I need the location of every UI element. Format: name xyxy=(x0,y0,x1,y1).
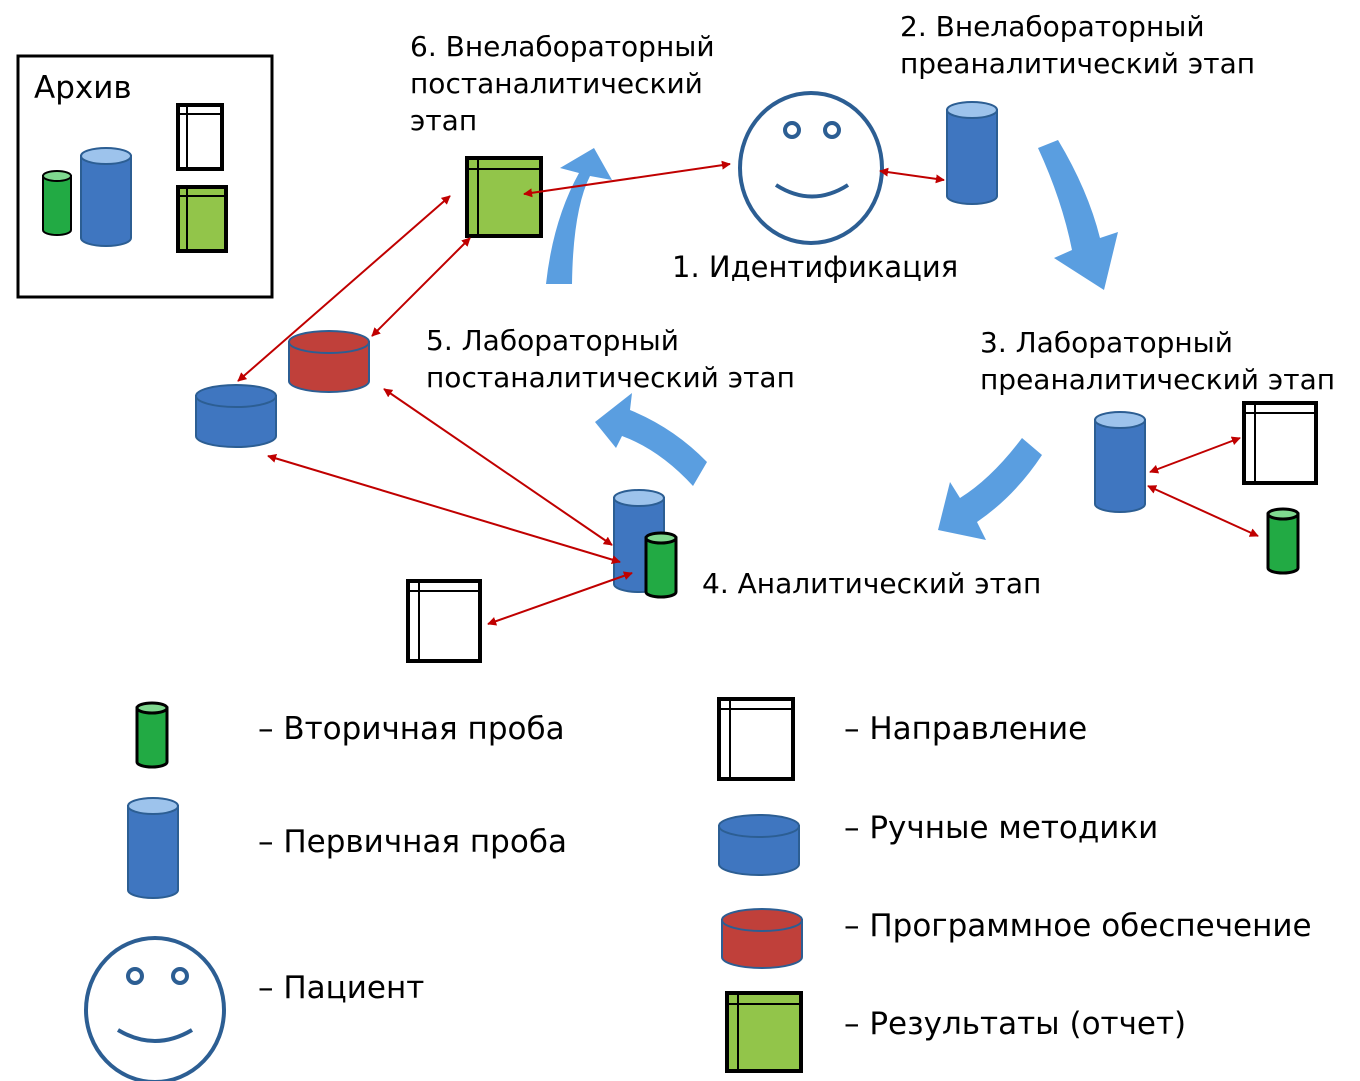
legend-software-label: – Программное обеспечение xyxy=(844,908,1312,944)
flow-arrow-4-to-5 xyxy=(595,393,707,486)
stage4-referral-icon xyxy=(406,579,482,663)
flow-arrow-2-to-3 xyxy=(1038,140,1118,290)
stage3-label: 3. Лабораторный преаналитический этап xyxy=(980,324,1335,398)
patient-icon xyxy=(738,91,884,245)
stage5-label: 5. Лабораторный постаналитический этап xyxy=(426,322,795,396)
stage4-secondary-sample-icon xyxy=(644,531,678,599)
stage6-line3: этап xyxy=(410,104,478,138)
link-report-patient xyxy=(523,160,731,198)
stage5-line2: постаналитический этап xyxy=(426,361,795,395)
archive-report-icon xyxy=(176,185,228,253)
stage6-line2: постаналитический xyxy=(410,67,703,101)
software-icon xyxy=(288,330,370,393)
stage2-line1: 2. Внелабораторный xyxy=(900,10,1205,43)
stage6-report-icon xyxy=(465,156,543,238)
flow-arrow-5-to-6 xyxy=(546,148,612,284)
legend-secondary-sample-icon xyxy=(135,701,169,769)
flow-arrows xyxy=(546,140,1118,540)
archive-primary-sample-icon xyxy=(80,147,132,247)
legend-patient-label: – Пациент xyxy=(258,970,425,1006)
link-analytic-referral xyxy=(487,571,633,626)
manual-methods-icon xyxy=(195,384,277,448)
legend-referral-label: – Направление xyxy=(844,711,1088,747)
stage3-line2: преаналитический этап xyxy=(980,363,1336,397)
link-sample-referral xyxy=(1149,436,1241,474)
stage6-label: 6. Внелабораторный постаналитический эта… xyxy=(410,28,715,140)
stage1-label: 1. Идентификация xyxy=(672,250,959,284)
legend-manual-methods-label: – Ручные методики xyxy=(844,810,1159,846)
stage6-line1: 6. Внелабораторный xyxy=(410,30,715,63)
stage4-label: 4. Аналитический этап xyxy=(702,567,1042,600)
flow-arrow-3-to-4 xyxy=(938,438,1042,540)
link-arrows xyxy=(237,160,1259,626)
legend-primary-sample-label: – Первичная проба xyxy=(258,824,567,860)
stage3-primary-sample-icon xyxy=(1094,411,1146,513)
legend-primary-sample-icon xyxy=(127,797,179,899)
link-sample-secondary xyxy=(1147,485,1259,537)
archive-secondary-sample-icon xyxy=(42,170,72,236)
stage3-secondary-sample-icon xyxy=(1266,507,1300,575)
link-report-manual xyxy=(237,195,451,382)
link-analytic-manual xyxy=(267,454,621,564)
stage5-line1: 5. Лабораторный xyxy=(426,324,679,357)
legend-referral-icon xyxy=(717,697,795,781)
legend-manual-methods-icon xyxy=(718,814,800,876)
stage3-line1: 3. Лабораторный xyxy=(980,326,1233,359)
archive-referral-icon xyxy=(176,103,224,171)
stage2-line2: преаналитический этап xyxy=(900,47,1256,81)
legend-software-icon xyxy=(721,908,803,969)
link-analytic-software xyxy=(383,388,613,546)
stage2-primary-sample-icon xyxy=(946,101,998,205)
stage2-label: 2. Внелабораторный преаналитический этап xyxy=(900,8,1255,82)
legend-secondary-sample-label: – Вторичная проба xyxy=(258,711,565,747)
link-patient-sample xyxy=(879,167,945,184)
archive-label: Архив xyxy=(34,70,132,106)
stage3-referral-icon xyxy=(1242,401,1318,485)
legend-results-label: – Результаты (отчет) xyxy=(844,1006,1187,1042)
legend-patient-icon xyxy=(84,936,226,1081)
legend-report-icon xyxy=(725,991,803,1073)
archive-box xyxy=(16,54,274,299)
